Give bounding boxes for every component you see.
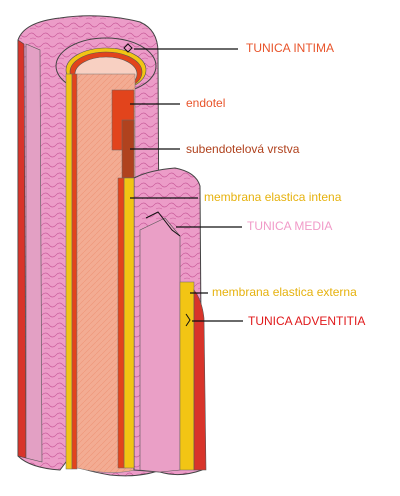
- membrana-elastica-interna-strip: [123, 177, 135, 469]
- tunica-adventitia-strip: [193, 289, 207, 471]
- endothelium-strip-inner-right: [117, 177, 125, 469]
- membrana-elastica-externa-strip: [179, 281, 195, 471]
- label-endotel: endotel: [186, 96, 226, 110]
- label-membrana-elastica-externa: membrana elastica externa: [212, 285, 357, 299]
- label-tunica-adventitia: TUNICA ADVENTITIA: [248, 314, 366, 328]
- media-step-cut-face: [139, 217, 181, 473]
- elastic-strip-left: [65, 73, 73, 470]
- bracket-adventitia: [185, 313, 191, 327]
- endothelium-strip-left: [71, 73, 78, 470]
- label-membrana-elastica-intena: membrana elastica intena: [204, 190, 342, 204]
- label-tunica-intima: TUNICA INTIMA: [246, 41, 335, 55]
- media-cut-face-left: [25, 43, 43, 463]
- bracket-media: [145, 211, 181, 237]
- bracket-intima: [123, 43, 133, 53]
- label-subendotelova-vrstva: subendotelová vrstva: [186, 142, 300, 156]
- label-tunica-media: TUNICA MEDIA: [247, 219, 333, 233]
